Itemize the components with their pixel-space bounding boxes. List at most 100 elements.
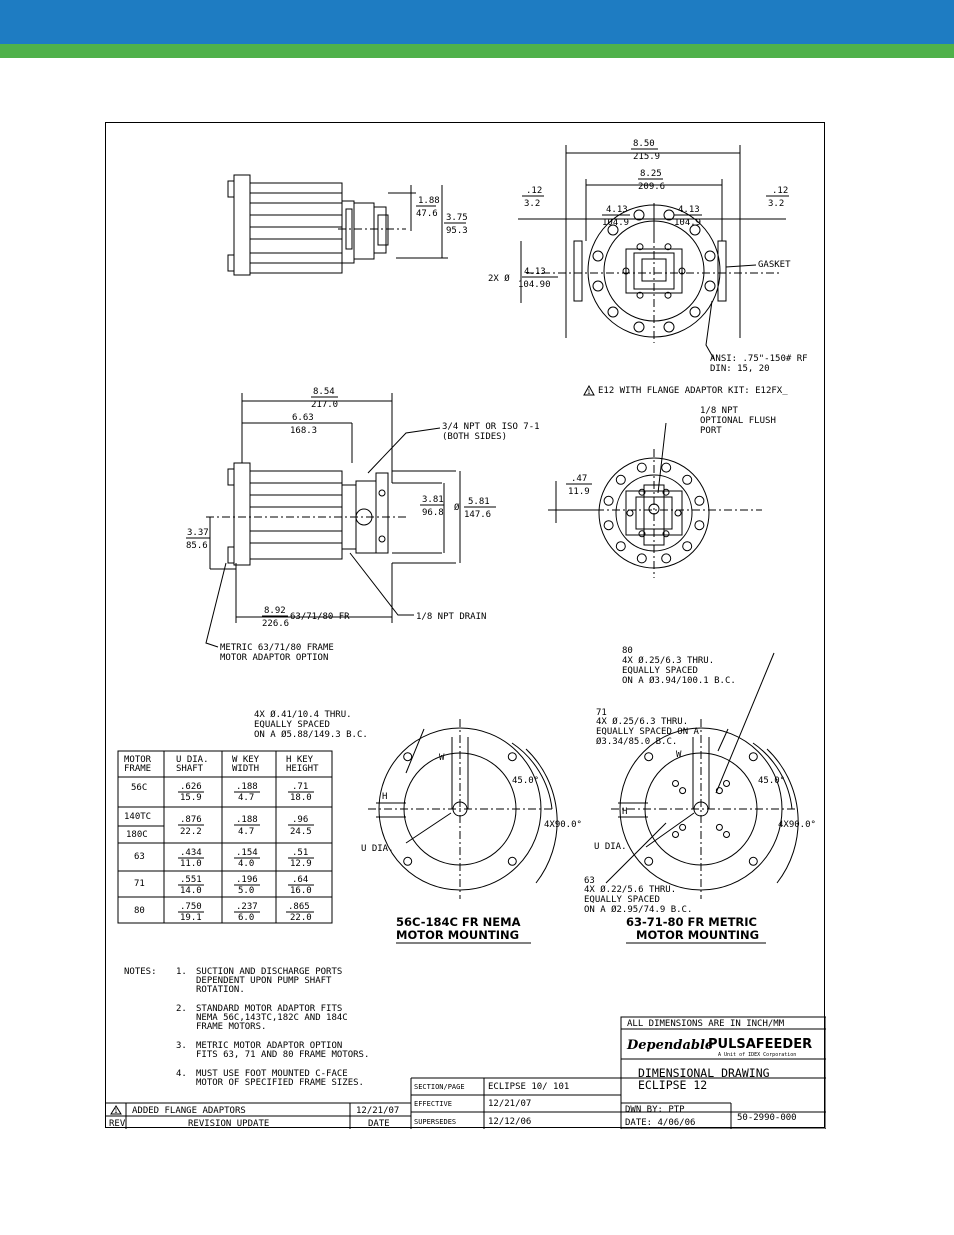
table-row-u2: 19.1 [180,913,202,923]
revision-header-rev: REV [109,1119,126,1129]
table-row-u2: 15.9 [180,793,202,803]
bolt-hole [607,224,619,236]
nema-holes-line1: 4X Ø.41/10.4 THRU. [254,709,352,720]
front-twox-in: 4.13 [524,267,546,277]
metric-n63: 63 [584,876,595,886]
table-row-w2: 4.7 [238,793,254,803]
bolt-hole [662,488,670,496]
revision-text: ADDED FLANGE ADAPTORS [132,1106,246,1116]
table-row-h2: 18.0 [290,793,312,803]
bolt-hole [636,291,644,299]
front-ansi-line2: DIN: 15, 20 [710,364,770,374]
mount-hole [644,752,654,762]
brand-logo-pulsafeeder: PULSAFEEDER [708,1037,812,1052]
title-units: ALL DIMENSIONS ARE IN INCH/MM [627,1019,785,1029]
bolt-hole [704,280,716,292]
front-view-bolts [592,209,716,333]
note-line: DEPENDENT UPON PUMP SHAFT [196,976,332,986]
drawing-canvas: 1.88 47.6 3.75 95.3 8.50 215.9 8.25 209.… [106,139,827,1130]
top-view [227,174,448,276]
table-row-frame: 71 [134,879,145,889]
header-blue-band [0,0,954,44]
metric-n63-line2: EQUALLY SPACED [584,895,660,905]
metric-u-label: U DIA. [594,842,627,852]
mount-hole [715,823,723,831]
front-w-inner-mm: 209.6 [638,182,665,192]
metric-n63-line3: ON A Ø2.95/74.9 B.C. [584,904,692,915]
bolt-hole [661,462,672,473]
front-left-off-mm: 3.2 [524,199,540,209]
side-d-mm: 147.6 [464,510,491,520]
end-off-mm: 11.9 [568,487,590,497]
front-half-r-mm: 104.9 [674,218,701,228]
bolt-hole [633,321,645,333]
note-number: 2. [176,1004,187,1014]
table-row-u2: 11.0 [180,859,202,869]
title-line2: ECLIPSE 12 [638,1078,707,1092]
bolt-hole [633,209,645,221]
metric-bolt-holes [644,752,758,866]
note-number: 4. [176,1069,187,1079]
front-half-l-in: 4.13 [606,205,628,215]
note-line: MUST USE FOOT MOUNTED C-FACE [196,1069,348,1079]
supersedes-label: SUPERSEDES [414,1118,456,1126]
note-line: METRIC MOTOR ADAPTOR OPTION [196,1041,342,1051]
table-row-w1: .188 [236,815,258,825]
side-w-part-mm: 168.3 [290,426,317,436]
front-ansi-line1: ANSI: .75"-150# RF [710,354,808,364]
note-line: MOTOR OF SPECIFIED FRAME SIZES. [196,1078,364,1088]
end-off-in: .47 [571,474,587,484]
mount-hole [672,831,679,838]
bolt-hole [636,553,647,564]
metric-mount [605,652,799,899]
notes-label: NOTES: [124,967,157,977]
side-w-total-in: 8.54 [313,387,335,397]
metric-h-label: H [622,807,627,817]
table-row-frame: 80 [134,906,145,916]
side-d-in: 5.81 [468,497,490,507]
brand-logo-dependable: Dependable [626,1038,713,1053]
side-metric-line2: MOTOR ADAPTOR OPTION [220,653,328,663]
metric-n71: 71 [596,708,607,718]
note-line: ROTATION. [196,985,245,995]
table-row-u1: .434 [180,848,202,858]
top-dim-h-in: 1.88 [418,196,440,206]
supersedes-value: 12/12/06 [488,1117,531,1127]
nema-caption-line1: 56C-184C FR NEMA [396,915,521,929]
metric-n71-line3: Ø3.34/85.0 B.C. [596,736,677,747]
front-rev-triangle [583,384,595,396]
front-w-inner-in: 8.25 [640,169,662,179]
side-left-mm: 85.6 [186,541,208,551]
note-line: NEMA 56C,143TC,182C AND 184C [196,1013,348,1023]
table-row-frame-alt: 180C [126,830,148,840]
mount-hole [403,752,413,762]
drawing-number: 50-2990-000 [737,1113,797,1123]
table-header-udia: U DIA. [176,755,209,765]
front-right-off-mm: 3.2 [768,199,784,209]
table-header-width: WIDTH [232,764,259,774]
nema-holes-line2: EQUALLY SPACED [254,720,330,730]
bolt-hole [682,474,693,485]
metric-n71-line1: 4X Ø.25/6.3 THRU. [596,716,688,727]
top-dim-h-mm: 47.6 [416,209,438,219]
end-flush-line3: PORT [700,426,722,436]
nema-angle-45: 45.0° [512,776,539,786]
section-value: ECLIPSE 10/ 101 [488,1082,569,1092]
note-line: STANDARD MOTOR ADAPTOR FITS [196,1004,342,1014]
table-row-h2: 12.9 [290,859,312,869]
revision-block [106,1102,411,1129]
metric-angle-45: 45.0° [758,776,785,786]
metric-n80-line3: ON A Ø3.94/100.1 B.C. [622,675,736,686]
mount-hole [723,831,730,838]
effective-value: 12/21/07 [488,1099,531,1109]
end-flush-line2: OPTIONAL FLUSH [700,416,776,426]
mount-hole [679,823,687,831]
side-w-total-mm: 217.0 [311,400,338,410]
nema-bolt-holes [403,752,517,866]
table-row-frame: 63 [134,852,145,862]
end-view [548,449,762,578]
side-bottom-mm: 226.6 [262,619,289,629]
table-row-u1: .626 [180,782,202,792]
table-row-u1: .551 [180,875,202,885]
front-gasket-label: GASKET [758,260,791,270]
